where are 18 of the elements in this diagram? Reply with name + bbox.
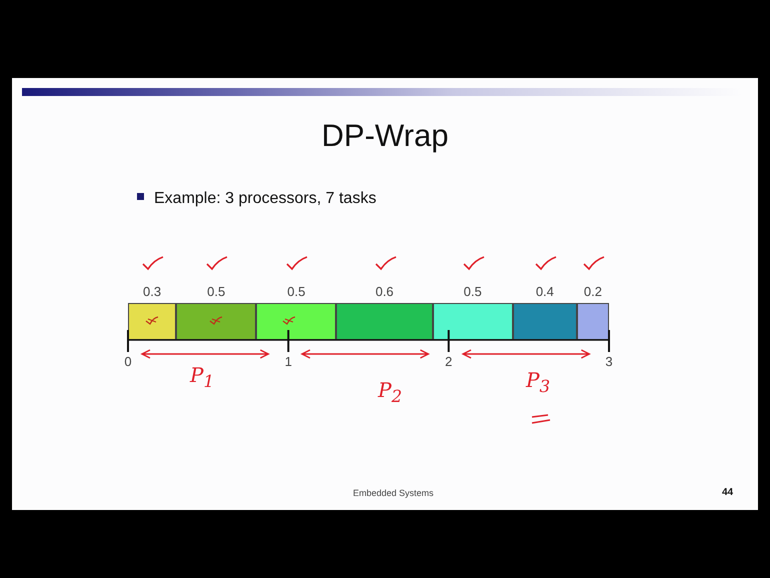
utilization-value: 0.5 xyxy=(286,284,306,299)
utilization-value: 0.2 xyxy=(582,284,603,299)
utilization-value: 0.4 xyxy=(534,284,555,299)
handwritten-label: P$_{1}$ xyxy=(190,363,214,391)
utilization-value: 0.5 xyxy=(206,284,226,299)
axis-tick-label: 3 xyxy=(604,354,614,369)
utilization-value: 0.6 xyxy=(374,284,395,299)
handwritten-label: P$_{2}$ xyxy=(378,378,402,406)
slide-title: DP-Wrap xyxy=(320,118,450,154)
utilization-value: 0.5 xyxy=(462,284,483,299)
page-number: 44 xyxy=(722,487,734,498)
axis-tick-label: 2 xyxy=(444,354,454,369)
footer-text: Embedded Systems xyxy=(353,488,434,498)
axis-tick-label: 1 xyxy=(284,354,293,369)
utilization-value: 0.3 xyxy=(142,284,162,299)
handwritten-label: P$_{3}$ xyxy=(526,368,550,396)
bullet-text: Example: 3 processors, 7 tasks xyxy=(154,190,376,208)
axis-tick-label: 0 xyxy=(123,354,133,369)
